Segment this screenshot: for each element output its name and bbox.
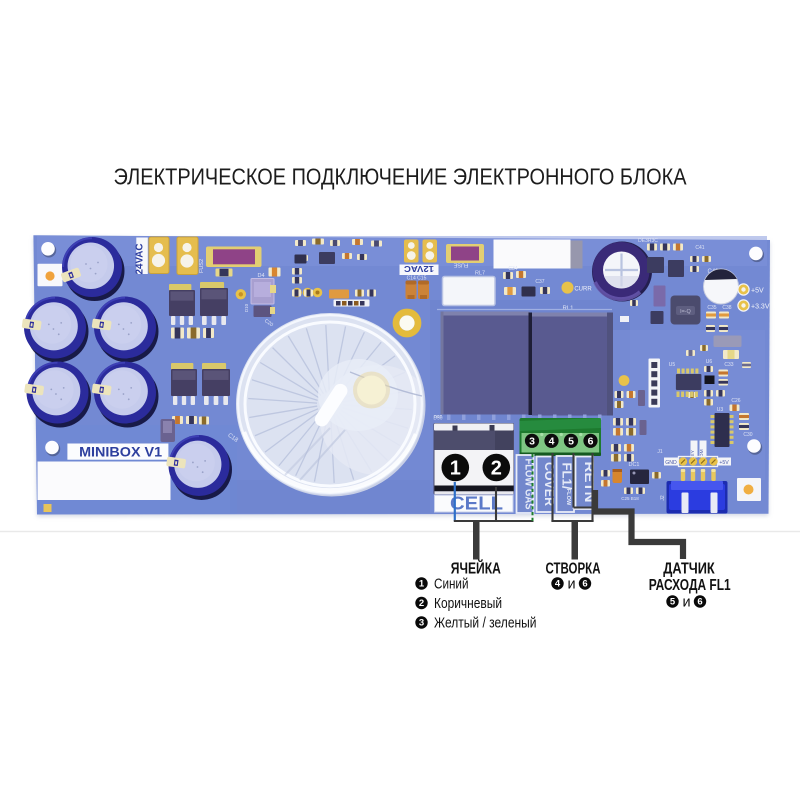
svg-text:CELL: CELL	[450, 494, 503, 514]
svg-text:COVER: COVER	[542, 462, 556, 506]
svg-text:+5V: +5V	[751, 287, 764, 294]
svg-text:+3.3V: +3.3V	[751, 303, 770, 310]
svg-text:ЭЛЕКТРИЧЕСКОЕ ПОДКЛЮЧЕНИЕ ЭЛЕК: ЭЛЕКТРИЧЕСКОЕ ПОДКЛЮЧЕНИЕ ЭЛЕКТРОННОГО Б…	[114, 164, 687, 190]
svg-text:C41: C41	[695, 245, 704, 251]
svg-text:6: 6	[697, 597, 702, 608]
svg-text:U5: U5	[669, 362, 676, 368]
svg-text:4: 4	[555, 579, 561, 590]
svg-text:6: 6	[588, 436, 594, 448]
svg-text:5: 5	[670, 597, 676, 608]
svg-text:C26: C26	[731, 398, 740, 404]
svg-text:GND: GND	[665, 460, 677, 466]
svg-text:C33: C33	[724, 362, 733, 368]
svg-text:+5V: +5V	[719, 460, 729, 466]
svg-text:24VAC: 24VAC	[134, 244, 145, 275]
svg-text:Желтый / зеленый: Желтый / зеленый	[434, 615, 537, 632]
svg-text:4: 4	[549, 436, 555, 448]
svg-text:2: 2	[491, 458, 502, 480]
svg-text:12VAC: 12VAC	[404, 264, 434, 273]
svg-text:C20: C20	[263, 318, 274, 328]
svg-text:C14 C15: C14 C15	[407, 276, 427, 282]
svg-text:1: 1	[419, 579, 425, 590]
svg-text:KEY: KEY	[690, 449, 696, 459]
svg-text:COM: COM	[699, 449, 705, 460]
svg-text:1: 1	[450, 458, 461, 480]
svg-text:Синий: Синий	[434, 576, 469, 593]
svg-text:J2: J2	[660, 495, 666, 501]
svg-text:6: 6	[582, 579, 587, 590]
svg-text:ДАТЧИК: ДАТЧИК	[663, 561, 715, 578]
svg-text:Коричневый: Коричневый	[434, 595, 502, 612]
svg-text:ЯЧЕЙКА: ЯЧЕЙКА	[451, 560, 501, 578]
svg-text:DE3R3C: DE3R3C	[638, 238, 658, 244]
svg-text:2: 2	[419, 598, 424, 609]
svg-text:3: 3	[529, 436, 535, 448]
svg-text:C34: C34	[508, 266, 517, 272]
svg-text:U6: U6	[706, 359, 713, 365]
svg-text:RL7: RL7	[475, 271, 485, 277]
svg-text:C30: C30	[743, 432, 752, 438]
svg-text:C37: C37	[535, 279, 544, 285]
svg-text:5: 5	[568, 436, 574, 448]
svg-text:и: и	[567, 577, 575, 593]
svg-text:C25 B18: C25 B18	[621, 496, 639, 501]
svg-text:D10: D10	[244, 303, 249, 312]
svg-text:MINIBOX V1: MINIBOX V1	[79, 444, 162, 460]
svg-text:СТВОРКА: СТВОРКА	[546, 561, 601, 578]
svg-text:DC1: DC1	[628, 462, 639, 468]
svg-text:C38: C38	[722, 305, 731, 311]
svg-text:FL1/: FL1/	[560, 463, 575, 490]
svg-text:и: и	[682, 595, 690, 611]
svg-text:FUS2: FUS2	[199, 259, 205, 273]
svg-text:3: 3	[419, 618, 424, 629]
svg-text:D50: D50	[434, 414, 443, 419]
svg-text:C18: C18	[226, 433, 239, 445]
svg-text:CURR: CURR	[574, 287, 592, 293]
svg-text:U3: U3	[717, 407, 724, 413]
svg-text:l=-Q: l=-Q	[680, 309, 691, 315]
svg-text:J1: J1	[657, 449, 663, 455]
svg-text:РАСХОДА FL1: РАСХОДА FL1	[649, 577, 731, 594]
svg-text:D50: D50	[433, 416, 442, 422]
svg-text:C35: C35	[707, 305, 716, 311]
svg-text:FUSE: FUSE	[453, 262, 468, 268]
svg-text:FLOW: FLOW	[565, 489, 571, 506]
svg-text:D4: D4	[257, 273, 264, 279]
